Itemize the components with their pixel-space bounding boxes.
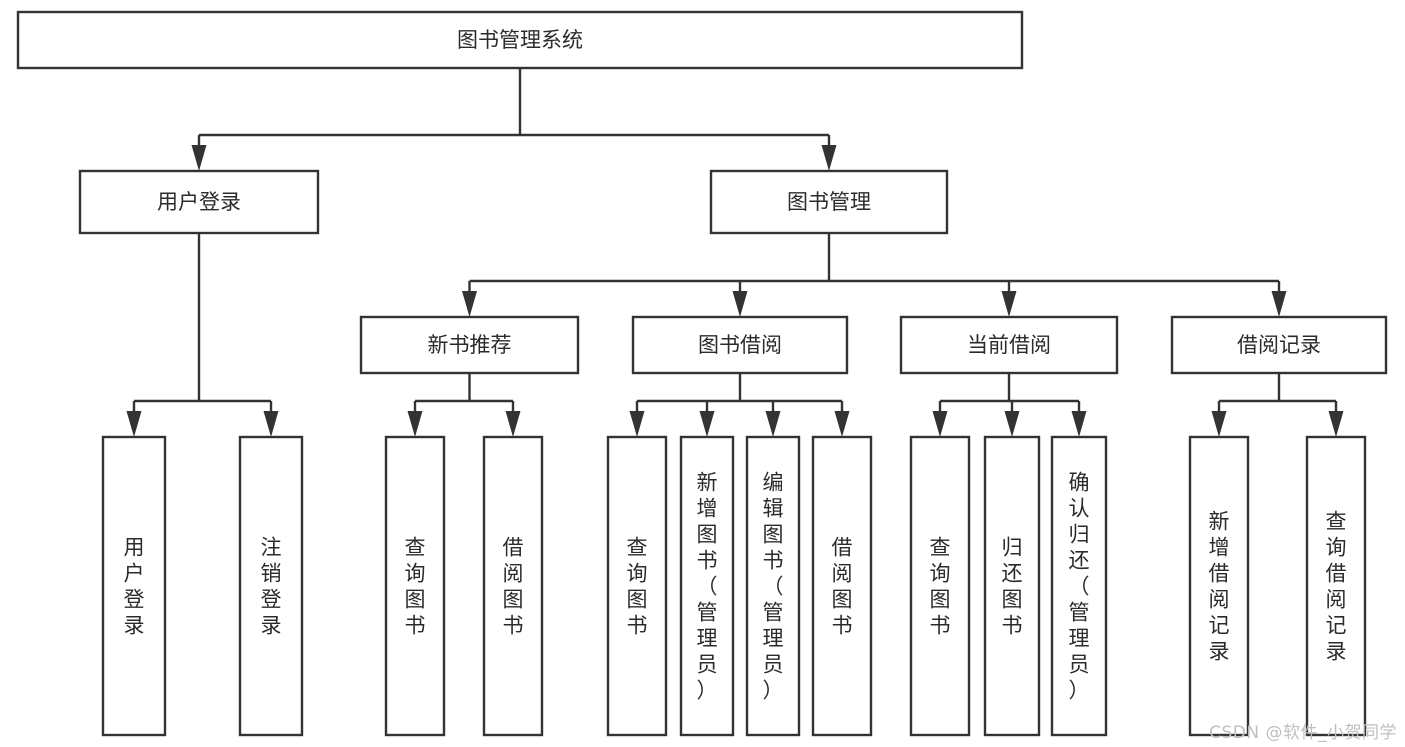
arrow-head-icon	[1328, 411, 1344, 437]
node-root-box	[16, 10, 1024, 70]
node-book-borrow[interactable]: 图书借阅	[631, 315, 849, 375]
node-leaf-query-book-1-label: 查询图书	[405, 535, 426, 637]
node-leaf-borrow-book-2-label: 借阅图书	[832, 535, 853, 637]
arrow-head-icon	[629, 411, 645, 437]
arrow-head-icon	[1211, 411, 1227, 437]
edge-group-new-book-recommend	[407, 373, 521, 437]
arrow-head-icon	[932, 411, 948, 437]
node-book-manage[interactable]: 图书管理	[709, 169, 949, 235]
arrow-head-icon	[1001, 291, 1017, 317]
edge-group-book-borrow	[629, 373, 850, 437]
node-leaf-add-book-label: 新增图书（管理员）	[697, 470, 718, 702]
node-user-login[interactable]: 用户登录	[78, 169, 320, 235]
arrow-head-icon	[263, 411, 279, 437]
node-leaf-query-book-3-box	[909, 435, 971, 737]
node-leaf-confirm-return[interactable]: 确认归还（管理员）	[1050, 435, 1108, 737]
edge-group-book-manage	[462, 233, 1287, 317]
node-new-book-recommend-box	[359, 315, 580, 375]
node-leaf-query-book-3[interactable]: 查询图书	[909, 435, 971, 737]
node-leaf-confirm-return-label: 确认归还（管理员）	[1069, 470, 1090, 702]
node-borrow-record[interactable]: 借阅记录	[1170, 315, 1388, 375]
arrow-head-icon	[699, 411, 715, 437]
node-leaf-borrow-book-1[interactable]: 借阅图书	[482, 435, 544, 737]
node-leaf-query-book-2[interactable]: 查询图书	[606, 435, 668, 737]
node-leaf-query-record-box	[1305, 435, 1367, 737]
node-leaf-logout-login[interactable]: 注销登录	[238, 435, 304, 737]
node-book-borrow-label: 图书借阅	[698, 333, 782, 357]
node-leaf-logout-login-label: 注销登录	[261, 535, 282, 637]
node-leaf-add-book-box	[679, 435, 735, 737]
node-leaf-return-book[interactable]: 归还图书	[983, 435, 1041, 737]
node-leaf-add-book[interactable]: 新增图书（管理员）	[679, 435, 735, 737]
node-book-borrow-box	[631, 315, 849, 375]
node-book-manage-box	[709, 169, 949, 235]
node-user-login-box	[78, 169, 320, 235]
node-leaf-query-book-3-label: 查询图书	[930, 535, 951, 637]
node-leaf-query-record[interactable]: 查询借阅记录	[1305, 435, 1367, 737]
node-leaf-query-book-2-box	[606, 435, 668, 737]
arrow-head-icon	[765, 411, 781, 437]
node-book-manage-label: 图书管理	[787, 190, 871, 214]
node-leaf-add-record-label: 新增借阅记录	[1209, 509, 1230, 663]
edge-group-root	[191, 68, 837, 171]
arrow-head-icon	[1071, 411, 1087, 437]
node-leaf-query-book-1-box	[384, 435, 446, 737]
arrow-head-icon	[191, 145, 207, 171]
arrow-head-icon	[407, 411, 423, 437]
node-current-borrow[interactable]: 当前借阅	[899, 315, 1119, 375]
node-root[interactable]: 图书管理系统	[16, 10, 1024, 70]
node-root-label: 图书管理系统	[457, 28, 583, 52]
node-layer: 图书管理系统用户登录图书管理新书推荐图书借阅当前借阅借阅记录用户登录注销登录查询…	[16, 10, 1388, 737]
node-leaf-confirm-return-box	[1050, 435, 1108, 737]
edge-group-current-borrow	[932, 373, 1087, 437]
node-leaf-edit-book-label: 编辑图书（管理员）	[763, 470, 784, 702]
arrow-head-icon	[462, 291, 477, 317]
edge-group-borrow-record	[1211, 373, 1344, 437]
node-leaf-return-book-label: 归还图书	[1002, 535, 1023, 637]
node-leaf-borrow-book-2-box	[811, 435, 873, 737]
node-new-book-recommend-label: 新书推荐	[428, 333, 512, 357]
arrow-head-icon	[505, 411, 521, 437]
node-leaf-add-record-box	[1188, 435, 1250, 737]
arrow-head-icon	[834, 411, 850, 437]
arrow-head-icon	[732, 291, 748, 317]
node-leaf-edit-book[interactable]: 编辑图书（管理员）	[745, 435, 801, 737]
node-leaf-logout-login-box	[238, 435, 304, 737]
node-leaf-query-book-2-label: 查询图书	[627, 535, 648, 637]
node-borrow-record-box	[1170, 315, 1388, 375]
node-leaf-user-login-label: 用户登录	[124, 535, 145, 637]
arrow-head-icon	[821, 145, 837, 171]
node-leaf-borrow-book-2[interactable]: 借阅图书	[811, 435, 873, 737]
arrow-head-icon	[1004, 411, 1020, 437]
arrow-head-icon	[1271, 291, 1287, 317]
node-leaf-return-book-box	[983, 435, 1041, 737]
node-leaf-borrow-book-1-label: 借阅图书	[503, 535, 524, 637]
node-new-book-recommend[interactable]: 新书推荐	[359, 315, 580, 375]
csdn-watermark: CSDN @软件_小贺同学	[1209, 723, 1397, 743]
arrow-head-icon	[126, 411, 142, 437]
edge-group-user-login	[126, 233, 279, 437]
node-user-login-label: 用户登录	[157, 190, 241, 214]
node-current-borrow-label: 当前借阅	[967, 333, 1051, 357]
node-leaf-borrow-book-1-box	[482, 435, 544, 737]
node-leaf-add-record[interactable]: 新增借阅记录	[1188, 435, 1250, 737]
node-current-borrow-box	[899, 315, 1119, 375]
node-leaf-user-login[interactable]: 用户登录	[101, 435, 167, 737]
node-leaf-query-record-label: 查询借阅记录	[1326, 509, 1347, 663]
node-leaf-query-book-1[interactable]: 查询图书	[384, 435, 446, 737]
edge-layer	[126, 68, 1344, 437]
node-borrow-record-label: 借阅记录	[1237, 333, 1321, 357]
node-leaf-user-login-box	[101, 435, 167, 737]
node-leaf-edit-book-box	[745, 435, 801, 737]
